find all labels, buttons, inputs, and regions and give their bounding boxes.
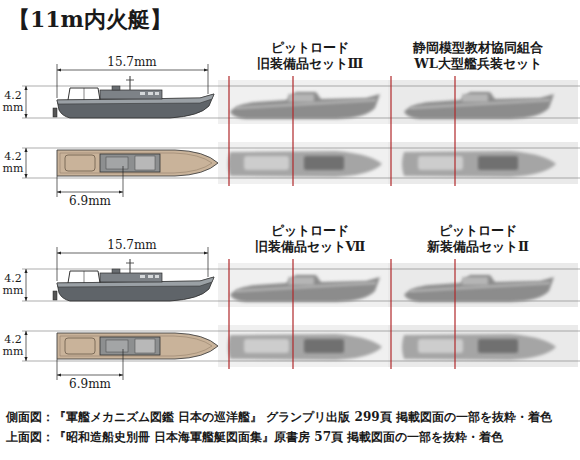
dimension-label: 6.9mm <box>68 377 112 391</box>
column-header: ピットロード 新装備品セットⅡ <box>393 223 563 254</box>
source-note: 上面図：『昭和造船史別冊 日本海軍艦艇図面集』原書房 57頁 掲載図面の一部を抜… <box>6 430 503 444</box>
column-header: ピットロード 旧装備品セットⅦ <box>235 223 385 254</box>
column-header: 静岡模型教材協同組合 WL大型艦兵装セット <box>393 40 563 71</box>
dimension-label: 4.2 mm <box>2 334 24 358</box>
dimension-label: 6.9mm <box>68 194 112 208</box>
dimension-label: 4.2 mm <box>2 273 24 297</box>
figure-title: 【11m内火艇】 <box>8 6 172 32</box>
source-note: 側面図：『軍艦メカニズム図鑑 日本の巡洋艦』 グランプリ出版 299頁 掲載図面… <box>6 410 552 424</box>
dimension-label: 4.2 mm <box>2 90 24 114</box>
dimension-label: 4.2 mm <box>2 151 24 175</box>
dimension-label: 15.7mm <box>106 55 157 69</box>
dimension-label: 15.7mm <box>106 238 157 252</box>
column-header: ピットロード 旧装備品セットⅢ <box>235 40 385 71</box>
